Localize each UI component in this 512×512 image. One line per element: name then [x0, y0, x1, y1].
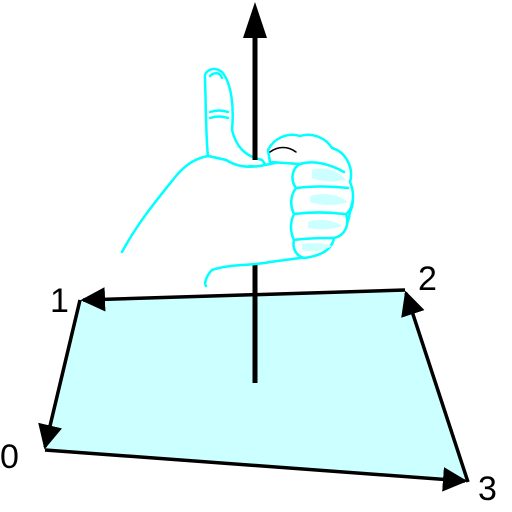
- edge-1-to-0: [38, 299, 82, 450]
- vertex-label-1: 1: [50, 282, 69, 320]
- vertex-label-3: 3: [478, 470, 497, 508]
- edge-3-to-2: [401, 290, 470, 483]
- quadrilateral-face: [45, 290, 468, 482]
- edge-2-to-1: [80, 287, 406, 312]
- thumbs-up-hand-icon: [120, 67, 355, 288]
- vertex-label-0: 0: [0, 438, 19, 476]
- vertex-label-2: 2: [418, 260, 437, 298]
- edge-0-to-3: [44, 448, 468, 492]
- normal-axis-arrowhead: [243, 2, 267, 38]
